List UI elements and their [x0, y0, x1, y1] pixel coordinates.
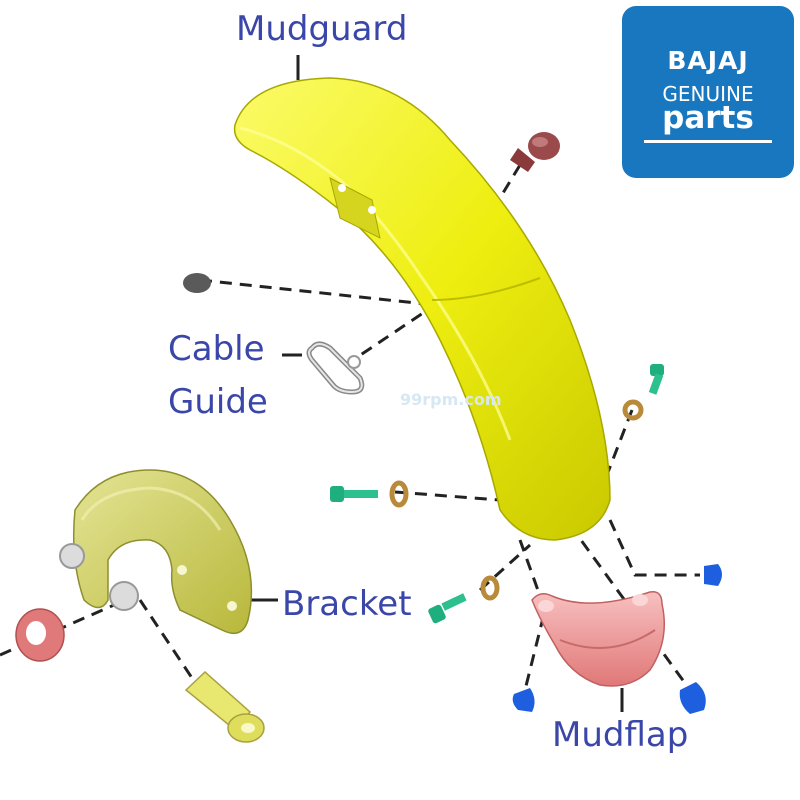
mudflap-part — [531, 591, 665, 687]
logo-underline — [644, 140, 772, 143]
spacer-ring — [15, 608, 65, 662]
label-bracket: Bracket — [282, 584, 412, 624]
top-bolt — [510, 132, 560, 172]
mudguard-part — [233, 77, 611, 541]
line-flap-left — [518, 539, 547, 691]
screw-low — [428, 575, 500, 624]
blue-clip-bottom-left — [512, 688, 535, 712]
logo-brand-text: BAJAJ — [667, 46, 749, 75]
label-cable-guide-line1: Cable — [168, 329, 265, 369]
line-screw-mid — [394, 490, 501, 502]
bracket-part — [59, 469, 253, 635]
line-flap-mid — [608, 519, 700, 577]
line-nut-left — [199, 278, 436, 307]
watermark-text: 99rpm.com — [400, 390, 502, 409]
leader-lines — [248, 55, 624, 712]
line-screw-low — [478, 543, 532, 592]
logo-genuine-text: GENUINE — [662, 82, 754, 106]
cable-guide-part — [306, 341, 365, 395]
label-cable-guide-line2: Guide — [168, 382, 268, 422]
label-mudflap: Mudflap — [552, 715, 689, 755]
nut-dark — [183, 273, 211, 293]
screw-mid — [330, 480, 409, 508]
line-bracket-bolt — [138, 599, 202, 691]
blue-clip-bottom-right — [679, 682, 706, 714]
brand-logo: BAJAJ GENUINE parts — [622, 6, 794, 178]
blue-fasteners — [512, 564, 722, 714]
logo-parts-text: parts — [662, 100, 754, 136]
line-washer-right — [603, 409, 634, 481]
label-mudguard: Mudguard — [236, 9, 408, 49]
screw-top-right — [622, 364, 664, 421]
blue-clip-right — [704, 564, 722, 586]
bracket-bolt — [184, 670, 265, 743]
